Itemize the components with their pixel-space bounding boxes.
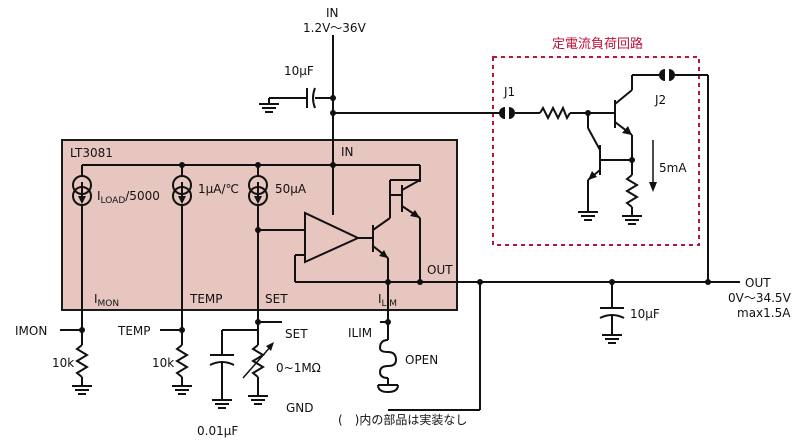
label-pin-temp: TEMP (189, 292, 223, 306)
label-note: ( )内の部品は実装なし (338, 412, 467, 427)
label-cap-in: 10µF (284, 64, 314, 78)
label-j1: J1 (503, 85, 515, 99)
chip-internal-wiring (72, 162, 711, 330)
label-out-range: 0V～34.5V (728, 291, 792, 305)
label-current-5ma: 5mA (659, 161, 687, 175)
label-out-right: OUT (745, 276, 771, 290)
label-in-top: IN (326, 6, 339, 20)
label-box-title: 定電流負荷回路 (552, 36, 643, 52)
label-res-10k-b: 10k (152, 356, 174, 370)
label-pin-ilim: ILIM (378, 292, 397, 309)
label-out-pin: OUT (427, 263, 453, 277)
constant-current-load-box (492, 56, 700, 246)
label-src3: 50µA (275, 182, 307, 196)
labels: IN 1.2V～36V 10µF 定電流負荷回路 J1 J2 5mA LT308… (15, 6, 792, 438)
label-cap-set: 0.01µF (197, 424, 238, 438)
label-ext-imon: IMON (15, 324, 47, 338)
label-chip-in: IN (341, 145, 354, 159)
label-ext-gnd: GND (286, 401, 314, 415)
label-cap-out: 10µF (630, 307, 660, 321)
label-pot-value: 0~1MΩ (276, 361, 321, 375)
label-in-range: 1.2V～36V (303, 21, 367, 35)
label-pin-set: SET (265, 292, 288, 306)
label-chip-name: LT3081 (70, 146, 113, 160)
label-out-max: max1.5A (737, 306, 791, 320)
label-ext-ilim: ILIM (348, 326, 372, 340)
input-wiring (259, 35, 500, 168)
label-res-10k-a: 10k (52, 356, 74, 370)
label-src1: ILOAD/5000 (97, 189, 160, 206)
label-open: OPEN (405, 353, 438, 367)
label-ext-set: SET (285, 327, 308, 341)
constant-current-load-circuit (499, 69, 709, 281)
label-ext-temp: TEMP (117, 324, 151, 338)
label-pin-imon: IMON (94, 292, 119, 309)
label-j2: J2 (654, 93, 666, 107)
label-src2: 1µA/℃ (198, 182, 239, 196)
external-components (60, 281, 740, 411)
